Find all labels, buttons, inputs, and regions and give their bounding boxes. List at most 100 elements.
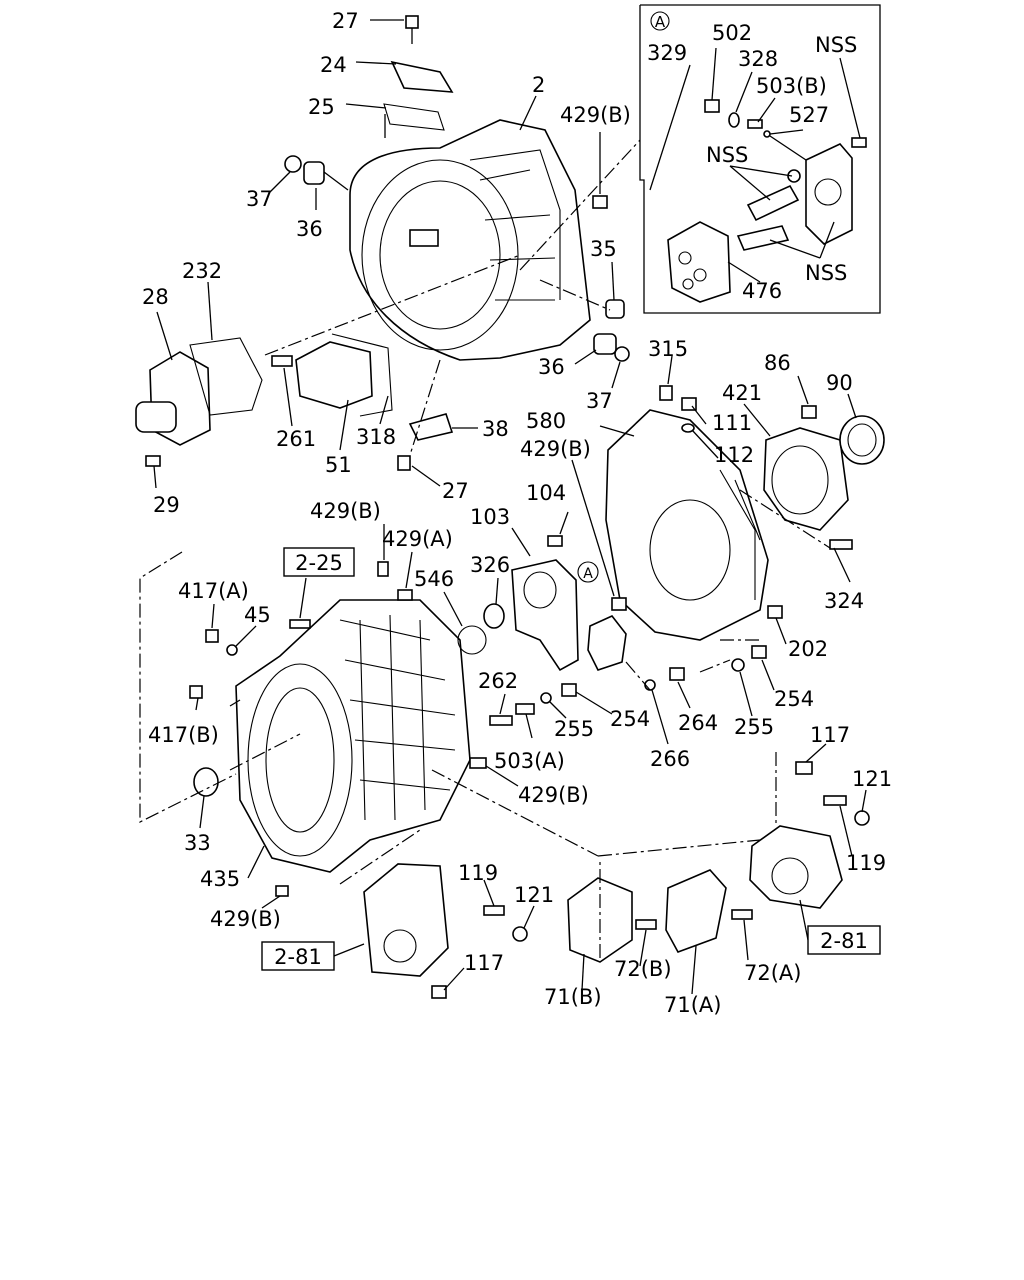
bushing-36-left [303,161,325,185]
label-35: 35 [590,237,617,261]
label-27-lower: 27 [442,479,469,503]
bolt-254-right [751,645,767,659]
inset-label-502: 502 [712,21,752,45]
inset-label-503b: 503(B) [756,74,827,98]
bushing-35 [605,299,625,319]
pto-adaptor-a [587,615,627,671]
label-546: 546 [414,567,454,591]
label-261: 261 [276,427,316,451]
o-ring-328 [728,112,740,128]
bolt-29 [145,455,161,467]
pump-body-476 [667,221,731,303]
release-housing-51 [295,341,373,409]
bolt-27-lower [397,455,411,471]
label-117-bottom: 117 [464,951,504,975]
ref-box-2-81-left-label: 2-81 [274,945,322,969]
pin-429b-top [592,195,608,209]
label-254-right: 254 [774,687,814,711]
spring-503b [747,119,763,129]
inset-marker-circle [650,11,670,31]
pin-429b-bottom [275,885,289,897]
label-417b: 417(B) [148,723,219,747]
washer-255-left [540,692,552,704]
cover-plate [805,143,853,245]
label-255-left: 255 [554,717,594,741]
bolt-315 [659,385,673,401]
label-435: 435 [200,867,240,891]
ref-box-2-25[interactable] [283,547,355,577]
label-429b-top: 429(B) [560,103,631,127]
marker-a-small-letter: A [583,566,593,582]
label-72a: 72(A) [744,961,801,985]
gasket-318 [331,333,393,417]
ref-box-2-81-right-label: 2-81 [820,929,868,953]
inset-marker: A [655,13,666,31]
washer-255-right [731,658,745,672]
label-264: 264 [678,711,718,735]
label-326: 326 [470,553,510,577]
seal-37-right [614,346,630,362]
pin-429b-mid [611,597,627,611]
ref-box-2-25-label: 2-25 [295,551,343,575]
label-36-left: 36 [296,217,323,241]
bearing-retainer-421 [763,427,849,531]
label-429b-case: 429(B) [310,499,381,523]
label-254-left: 254 [610,707,650,731]
label-429a: 429(A) [382,527,453,551]
label-202: 202 [788,637,828,661]
label-71a: 71(A) [664,993,721,1017]
ball-527 [763,130,771,138]
housing-boss [409,229,439,247]
label-71b: 71(B) [544,985,602,1009]
label-24: 24 [320,53,347,77]
label-315: 315 [648,337,688,361]
nut-121-right [854,810,870,826]
bolt-117-right [795,761,813,775]
pto-housing-right [749,825,843,909]
label-51: 51 [325,453,352,477]
inset-label-nss-bottom: NSS [805,261,847,285]
label-37-right: 37 [586,389,613,413]
snap-ring-546 [457,625,487,655]
bolt-27-top [405,15,419,29]
seal-90 [839,415,885,465]
label-429b-lower: 429(B) [518,783,589,807]
lower-covers-assembly: 2-25 2-81 2-81 117 121 119 119 121 117 7… [261,547,892,1017]
label-33: 33 [184,831,211,855]
label-121-right: 121 [852,767,892,791]
gear-shaft-upper [746,184,800,222]
label-111: 111 [712,411,752,435]
label-45: 45 [244,603,271,627]
pin-429b-case [377,561,389,577]
pin-429a [397,589,413,601]
inset-label-328: 328 [738,47,778,71]
washer-45 [226,644,238,656]
bolt-119-left [483,905,505,916]
label-318: 318 [356,425,396,449]
pin-262 [489,715,513,726]
pin-2-25 [289,619,311,629]
bolt-119-right [823,795,847,806]
label-29: 29 [153,493,180,517]
gasket-232 [189,337,263,416]
pto-housing-left [363,863,449,977]
plate-38 [408,413,454,441]
inset-detail-a: A 329 502 328 503(B) 527 NSS [639,4,881,314]
label-429b-mid: 429(B) [520,437,591,461]
label-232: 232 [182,259,222,283]
label-72b: 72(B) [614,957,672,981]
cover-71a [665,869,727,953]
bolt-261 [271,355,293,367]
bolt-264 [669,667,685,681]
bolt-72b [635,919,657,930]
label-262: 262 [478,669,518,693]
label-503a: 503(A) [494,749,565,773]
bolt-104 [547,535,563,547]
bolt-117-bottom [431,985,447,999]
inset-label-nss-top: NSS [815,33,857,57]
label-103: 103 [470,505,510,529]
bolt-417b [189,685,203,699]
transmission-case-assembly: 429(B) 429(A) 103 104 326 546 417(A) 45 … [139,481,761,931]
label-324: 324 [824,589,864,613]
